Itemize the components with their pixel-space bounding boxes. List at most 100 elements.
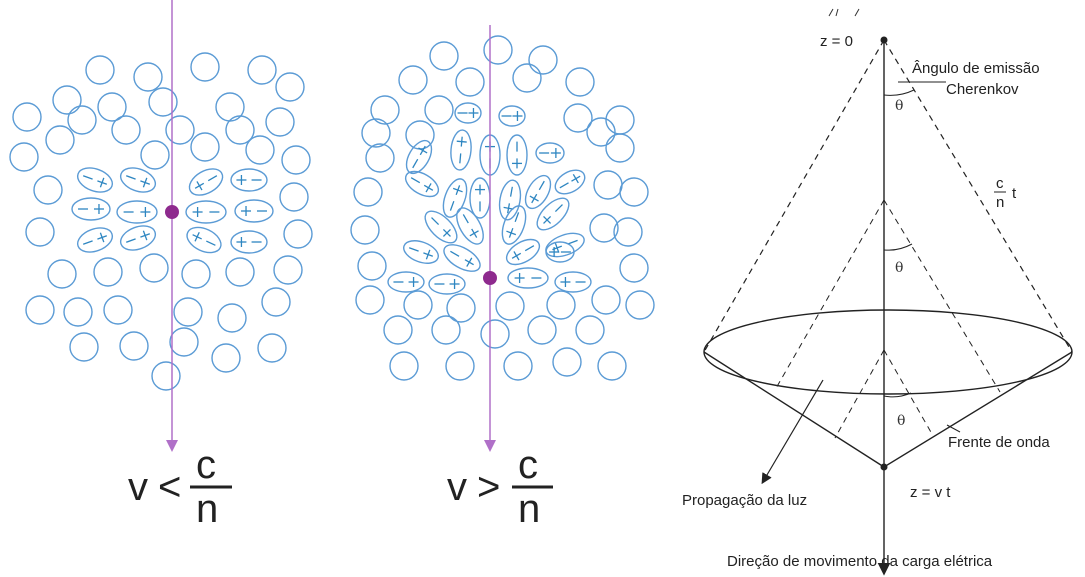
polarized-atom	[185, 200, 227, 224]
neutral-atom	[355, 285, 385, 315]
neutral-atom	[365, 143, 395, 173]
neutral-atom	[357, 251, 387, 281]
polarized-atom	[454, 102, 482, 124]
neutral-atom	[190, 52, 220, 82]
neutral-atom	[169, 327, 199, 357]
neutral-atom	[398, 65, 428, 95]
fast-numerator-text: c	[518, 443, 538, 487]
polarized-atom	[524, 174, 552, 210]
neutral-atom	[403, 290, 433, 320]
neutral-atom	[93, 257, 123, 287]
neutral-atom	[429, 41, 459, 71]
neutral-atom	[275, 72, 305, 102]
neutral-atom	[257, 333, 287, 363]
neutral-atom	[279, 182, 309, 212]
neutral-atom	[563, 103, 593, 133]
inner-wave-left-2	[834, 349, 885, 439]
polarized-atom	[119, 167, 157, 193]
neutral-atom	[593, 170, 623, 200]
neutral-atom	[217, 303, 247, 333]
polarized-atom	[404, 170, 440, 198]
side-label-denominator: n	[996, 194, 1004, 211]
polarized-atom	[76, 167, 114, 193]
charge-position-label: z = v t	[910, 484, 951, 501]
fast-atom-group	[350, 35, 655, 381]
polarized-atom	[456, 207, 484, 245]
inner-wave-right-1	[883, 199, 1001, 393]
polarized-atom	[450, 129, 472, 171]
neutral-atom	[173, 297, 203, 327]
neutral-atom	[445, 351, 475, 381]
wavefront-label: Frente de onda	[948, 434, 1050, 451]
neutral-atom	[45, 125, 75, 155]
neutral-atom	[63, 297, 93, 327]
neutral-atom	[483, 35, 513, 65]
neutral-atom	[12, 102, 42, 132]
neutral-atom	[33, 175, 63, 205]
slow-atom-group	[9, 52, 313, 391]
theta-arc-low	[883, 392, 912, 398]
side-label-numerator: c	[996, 175, 1004, 192]
neutral-atom	[370, 95, 400, 125]
neutral-atom	[151, 361, 181, 391]
neutral-atom	[247, 55, 277, 85]
panel-slow: v < c n	[9, 0, 313, 531]
polarized-atom	[505, 238, 541, 266]
polarized-atom	[76, 227, 114, 253]
neutral-atom	[148, 87, 178, 117]
polarized-atom	[545, 241, 575, 263]
neutral-atom	[25, 295, 55, 325]
panel-cone	[703, 8, 1073, 576]
neutral-atom	[350, 215, 380, 245]
neutral-atom	[405, 120, 435, 150]
neutral-atom	[383, 315, 413, 345]
polarized-atom	[188, 168, 224, 196]
polarized-atom	[234, 199, 274, 223]
neutral-atom	[613, 217, 643, 247]
polarized-atom	[116, 200, 158, 224]
polarized-atom	[554, 169, 586, 195]
inner-wave-right-2	[883, 349, 933, 435]
panel-fast: v > c n	[350, 25, 655, 531]
neutral-atom	[625, 290, 655, 320]
neutral-atom	[69, 332, 99, 362]
neutral-atom	[97, 92, 127, 122]
light-propagation-label: Propagação da luz	[682, 492, 807, 509]
wavefront-cone-right	[883, 351, 1073, 468]
neutral-atom	[589, 213, 619, 243]
neutral-atom	[503, 351, 533, 381]
neutral-atom	[446, 293, 476, 323]
polarized-atom	[71, 197, 111, 221]
neutral-atom	[215, 92, 245, 122]
neutral-atom	[424, 95, 454, 125]
neutral-atom	[181, 259, 211, 289]
neutral-atom	[265, 107, 295, 137]
fast-operator-text: >	[477, 465, 500, 509]
inner-wave-left-1	[774, 199, 885, 391]
fast-v-text: v	[447, 465, 467, 509]
polarized-atom	[536, 197, 570, 231]
slow-denominator-text: n	[196, 487, 218, 531]
neutral-atom	[361, 118, 391, 148]
polarized-atom	[554, 271, 592, 293]
cone-labels: z = 0 Ângulo de emissão Cherenkov θ θ θ …	[682, 33, 1050, 570]
neutral-atom	[273, 255, 303, 285]
slow-v-text: v	[128, 465, 148, 509]
neutral-atom	[495, 291, 525, 321]
wavefront-ellipse	[703, 309, 1073, 395]
slow-moving-charge	[165, 205, 179, 219]
polarized-atom	[443, 244, 481, 272]
polarized-atom	[498, 179, 522, 221]
neutral-atom	[261, 287, 291, 317]
side-label-t: t	[1012, 185, 1017, 202]
theta-arc-mid	[883, 243, 913, 251]
neutral-atom	[103, 295, 133, 325]
neutral-atom	[527, 315, 557, 345]
neutral-atom	[480, 319, 510, 349]
polarized-atom	[498, 105, 526, 127]
polarized-atom	[424, 210, 458, 244]
polarized-atom	[507, 267, 549, 289]
neutral-atom	[211, 343, 241, 373]
wavefront-pointer-line	[946, 424, 961, 433]
theta-top: θ	[895, 98, 903, 114]
